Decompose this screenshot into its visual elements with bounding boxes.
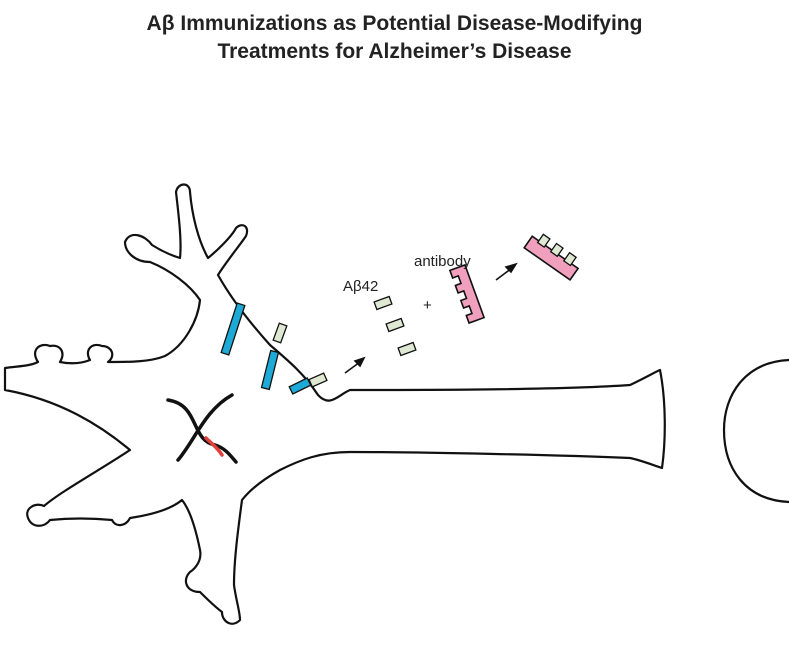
antibody-icon (448, 263, 486, 325)
title-line-2: Treatments for Alzheimer’s Disease (217, 40, 572, 63)
neuron-outline (3, 183, 666, 625)
app-protein-bars (220, 302, 312, 395)
title-line-1: Aβ Immunizations as Potential Disease-Mo… (146, 12, 643, 35)
antibody-abeta-complex-icon (523, 233, 580, 282)
synaptic-terminal (722, 358, 789, 504)
plus-sign: + (423, 297, 432, 314)
abeta-fragments (272, 295, 417, 388)
arrow-icon (344, 356, 366, 374)
abeta42-label: Aβ42 (343, 278, 378, 295)
antibody-label: antibody (414, 253, 471, 270)
arrow-icon (495, 262, 518, 281)
dna-helix-icon (166, 393, 238, 464)
